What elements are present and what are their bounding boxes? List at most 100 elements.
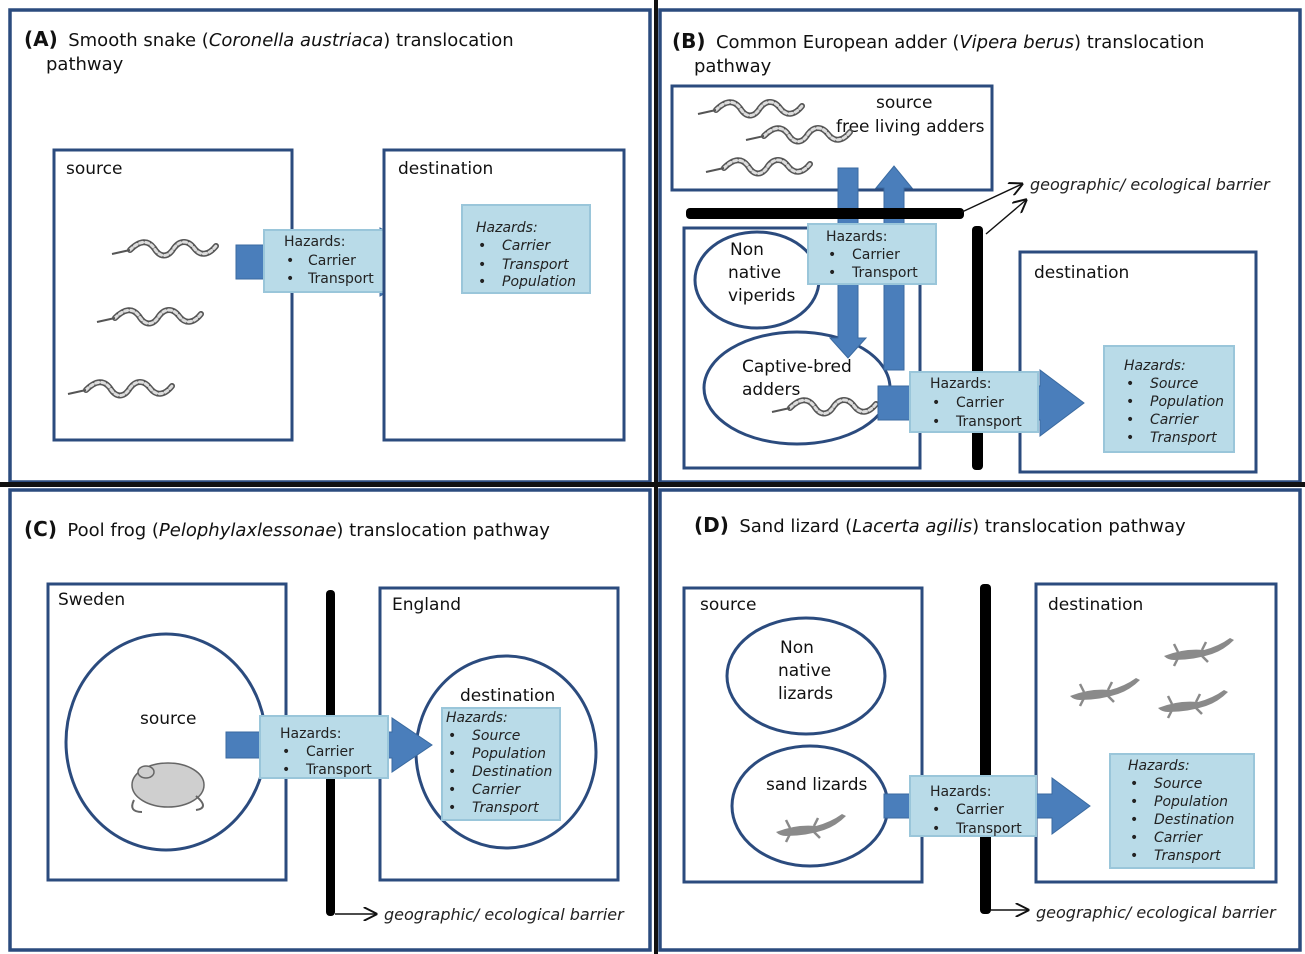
panel-a-hazard: Carrier (308, 253, 356, 269)
panel-a-dest-hazard: Population (502, 274, 576, 290)
panel-c-dest-hazard: Transport (472, 800, 539, 816)
panel-a-title: (A) Smooth snake (Coronella austriaca) t… (24, 27, 514, 51)
panel-c-destination-label: destination (460, 686, 555, 706)
panel-a-hazard-bullet: • (286, 271, 294, 287)
bullet: • (448, 800, 456, 816)
panel-b-hazards-title: Hazards: (826, 229, 887, 245)
panel-d-non-native-circle (725, 616, 887, 736)
panel-d-sand-lizard-circle (730, 744, 890, 868)
vertical-divider (654, 0, 658, 954)
panel-b-title: (B) Common European adder (Vipera berus)… (672, 29, 1204, 53)
panel-a-dest-hazard: Carrier (502, 238, 551, 254)
panel-b-dest-hazard: Transport (1150, 430, 1217, 446)
panel-d-source-label: source (700, 595, 756, 615)
panel-b-barrier-pointer (961, 184, 1022, 213)
panel-b-dest-hazard: Population (1150, 394, 1224, 410)
panel-b-hazard: Transport (955, 414, 1022, 430)
panel-c-england-label: England (392, 595, 461, 615)
panel-d-destination-label: destination (1048, 595, 1143, 615)
panel-a-hazard: Transport (307, 271, 374, 287)
panel-d-dest-hazard: Carrier (1154, 830, 1203, 846)
panel-b-source-sub: free living adders (836, 117, 985, 137)
panel-c-dest-hazard: Carrier (472, 782, 521, 798)
panel-b-dest-hazard: Carrier (1150, 412, 1199, 428)
panel-c-hazard: Carrier (306, 744, 354, 760)
panel-c-dest-hazard: Source (472, 728, 520, 744)
panel-d-dest-hazards-box (1109, 753, 1255, 869)
panel-d-title: (D) Sand lizard (Lacerta agilis) translo… (694, 513, 1186, 537)
panel-c-hazards-box (259, 715, 389, 779)
bullet: • (828, 265, 836, 281)
bullet: • (478, 238, 486, 254)
panel-b-hazards-title: Hazards: (930, 376, 991, 392)
bullet: • (932, 395, 940, 411)
panel-c-hazard: Transport (305, 762, 372, 778)
panel-c-dest-hazards-title: Hazards: (446, 710, 508, 726)
panel-d-non-native-text: native (778, 661, 831, 681)
panel-b-barrier-vertical (972, 226, 983, 470)
panel-d: (D) Sand lizard (Lacerta agilis) translo… (682, 513, 1278, 922)
panel-a-source-label: source (66, 159, 122, 179)
bullet: • (1130, 848, 1138, 864)
panel-a-hazard-bullet: • (286, 253, 294, 269)
bullet: • (1126, 376, 1134, 392)
panel-b-barrier-horizontal (686, 208, 964, 219)
panel-d-barrier (980, 584, 991, 914)
panel-d-sand-lizard-label: sand lizards (766, 775, 868, 795)
panel-a-dest-hazard: Transport (502, 257, 569, 273)
panel-d-dest-hazard: Destination (1154, 812, 1234, 828)
panel-b-non-native-text: native (728, 263, 781, 283)
panel-d-non-native-text: Non (780, 638, 814, 658)
panel-c-source-label: source (140, 709, 196, 729)
bullet: • (282, 762, 290, 778)
bullet: • (282, 744, 290, 760)
bullet: • (1130, 830, 1138, 846)
bullet: • (828, 247, 836, 263)
panel-c-sweden-label: Sweden (58, 590, 125, 610)
panel-a-hazards-title: Hazards: (284, 234, 345, 250)
panel-b-non-native-text: viperids (728, 286, 796, 306)
panel-d-dest-hazards-title: Hazards: (1128, 758, 1190, 774)
panel-a: (A) Smooth snake (Coronella austriaca) t… (24, 27, 626, 442)
panel-d-dest-hazard: Population (1154, 794, 1228, 810)
panel-d-non-native-text: lizards (778, 684, 833, 704)
panel-c-dest-hazards-box (441, 707, 561, 821)
horizontal-divider (0, 482, 1305, 487)
panel-c-hazards-title: Hazards: (280, 726, 341, 742)
panel-b-captive-text: Captive-bred (742, 357, 852, 377)
bullet: • (1126, 430, 1134, 446)
panel-b-destination-label: destination (1034, 263, 1129, 283)
panel-b-hazard: Transport (851, 265, 918, 281)
bullet: • (448, 728, 456, 744)
panel-d-barrier-label: geographic/ ecological barrier (1036, 903, 1277, 922)
bullet: • (478, 257, 486, 273)
panel-a-destination-label: destination (398, 159, 493, 179)
panel-d-hazard: Carrier (956, 802, 1004, 818)
bullet: • (1126, 412, 1134, 428)
panel-b: (B) Common European adder (Vipera berus)… (670, 29, 1271, 474)
panel-d-hazards-title: Hazards: (930, 784, 991, 800)
panel-b-hazard: Carrier (956, 395, 1004, 411)
panel-b-non-native-text: Non (730, 240, 764, 260)
panel-b-hazard: Carrier (852, 247, 900, 263)
panel-d-hazards-box (909, 775, 1037, 837)
bullet: • (448, 746, 456, 762)
bullet: • (1130, 776, 1138, 792)
panel-b-dest-hazard: Source (1150, 376, 1198, 392)
panel-b-source-label: source (876, 93, 932, 113)
bullet: • (932, 821, 940, 837)
panel-c-title: (C) Pool frog (Pelophylaxlessonae) trans… (24, 517, 550, 541)
panel-c-dest-hazard: Destination (472, 764, 552, 780)
bullet: • (478, 274, 486, 290)
panel-c-dest-hazard: Population (472, 746, 546, 762)
panel-a-destination-box (382, 148, 626, 442)
panel-d-dest-hazard: Transport (1154, 848, 1221, 864)
panel-a-dest-hazards-box (461, 204, 591, 294)
bullet: • (932, 414, 940, 430)
panel-a-source-box (52, 148, 294, 442)
panel-b-barrier-pointer (985, 200, 1026, 235)
panel-d-dest-hazard: Source (1154, 776, 1202, 792)
panel-b-dest-hazards-box (1103, 345, 1235, 453)
panel-a-dest-hazards-title: Hazards: (476, 220, 538, 236)
